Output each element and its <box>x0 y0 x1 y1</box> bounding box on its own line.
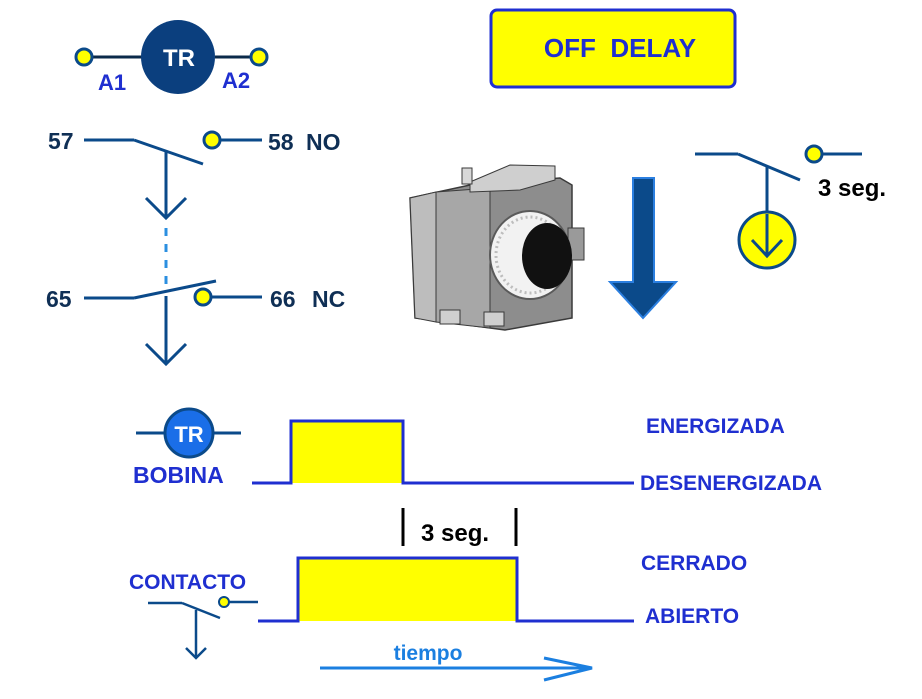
nc-contact-65-66: 65 66 NC <box>46 279 345 367</box>
coil-symbol-name: TR <box>174 422 203 447</box>
no-contact-type: NO <box>306 129 341 155</box>
time-axis-label: tiempo <box>394 642 463 665</box>
nc-contact-terminal-dot <box>193 287 213 307</box>
coil-symbol-circle <box>163 407 215 459</box>
no-contact-blade <box>133 138 204 166</box>
contact-low-state-label: ABIERTO <box>645 605 739 628</box>
contact-timing-row: CONTACTO CERRADO ABIERTO <box>129 552 747 660</box>
relay-coil-name: TR <box>163 45 195 72</box>
coil-timing-row: TR BOBINA ENERGIZADA DESENERGIZADA <box>133 407 822 495</box>
chevron-down-icon <box>750 238 784 259</box>
contact-closed-pulse <box>298 558 517 621</box>
title-box: OFF DELAY <box>489 8 737 89</box>
relay-coil-circle <box>141 20 215 94</box>
delay-time-label: 3 seg. <box>421 520 489 547</box>
terminal-a1-dot <box>74 47 94 67</box>
no-contact-57-58: 57 58 NO <box>48 128 341 221</box>
title-box-frame <box>489 8 737 89</box>
timer-top-clip <box>469 164 556 193</box>
down-arrow-icon <box>144 196 188 221</box>
coil-low-state-label: DESENERGIZADA <box>640 472 822 495</box>
coil-energized-pulse <box>291 421 403 483</box>
contact-symbol-terminal-dot <box>218 596 230 608</box>
no-contact-terminal-dot <box>202 130 222 150</box>
terminal-a1-label: A1 <box>98 70 126 95</box>
time-axis: tiempo <box>320 642 593 682</box>
delayed-contact-terminal-dot <box>804 144 824 164</box>
coil-high-state-label: ENERGIZADA <box>646 415 785 438</box>
timer-dial-knob <box>522 223 572 289</box>
down-arrow-icon <box>185 647 207 660</box>
timer-module-image <box>409 164 585 331</box>
delayed-contact-blade <box>737 152 801 182</box>
timer-front-face <box>435 187 491 329</box>
contact-high-state-label: CERRADO <box>641 552 747 575</box>
coil-signal-waveform <box>252 419 634 485</box>
relay-coil-symbol: TR A1 A2 <box>74 20 269 95</box>
contact-symbol-blade <box>181 601 221 620</box>
timer-top-tab <box>461 167 473 185</box>
timer-bottom-terminal <box>439 309 461 325</box>
title-text: OFF DELAY <box>544 33 696 63</box>
nc-contact-terminal-in: 65 <box>46 286 72 312</box>
terminal-a2-dot <box>249 47 269 67</box>
big-down-arrow-icon <box>607 177 679 320</box>
nc-contact-type: NC <box>312 286 345 312</box>
timer-bottom-terminal <box>483 311 505 327</box>
nc-contact-blade <box>133 279 217 300</box>
right-arrow-icon <box>543 656 593 682</box>
no-contact-terminal-out: 58 <box>268 129 294 155</box>
timer-left-face <box>409 191 437 323</box>
delayed-contact-symbol: 3 seg. <box>695 144 886 270</box>
contact-label: CONTACTO <box>129 571 246 594</box>
no-contact-terminal-in: 57 <box>48 128 74 154</box>
delayed-contact-time-label: 3 seg. <box>818 175 886 202</box>
coil-label: BOBINA <box>133 462 224 488</box>
down-arrow-icon <box>144 342 188 367</box>
terminal-a2-label: A2 <box>222 68 250 93</box>
nc-contact-terminal-out: 66 <box>270 286 296 312</box>
contact-signal-waveform <box>258 556 634 623</box>
